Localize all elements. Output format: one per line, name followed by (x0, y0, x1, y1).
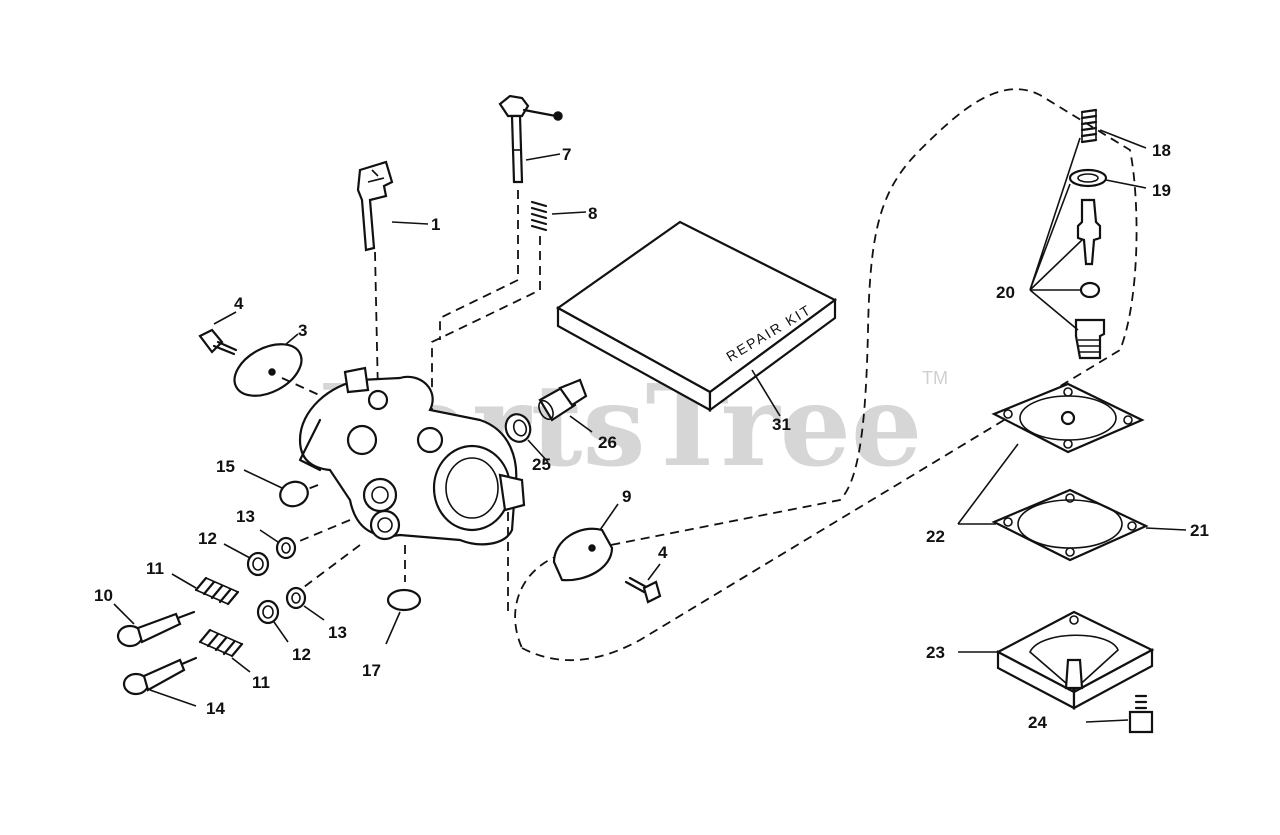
part-22-diaphragm[interactable] (991, 382, 1145, 454)
part-19-washer[interactable] (1068, 168, 1108, 188)
guide-dash-8 (431, 236, 541, 420)
part-11-spring-upper[interactable] (194, 576, 240, 606)
leader-15 (243, 469, 283, 489)
callout-21: 21 (1190, 521, 1209, 540)
callout-22: 22 (926, 527, 945, 546)
part-4-screw-right[interactable] (624, 576, 662, 604)
leader-8 (551, 211, 587, 215)
leader-7 (525, 153, 561, 161)
callout-12-upper: 12 (198, 529, 217, 548)
callout-25: 25 (532, 455, 551, 474)
callout-12-lower: 12 (292, 645, 311, 664)
leader-12a (223, 543, 251, 559)
part-9-throttle-plate[interactable] (552, 527, 614, 582)
leader-11a (171, 573, 197, 589)
callout-31: 31 (772, 415, 791, 434)
callout-18: 18 (1152, 141, 1171, 160)
part-25-o-ring[interactable] (502, 411, 534, 446)
part-4-screw-left[interactable] (198, 328, 238, 356)
callout-20: 20 (996, 283, 1015, 302)
callout-14: 14 (206, 699, 225, 718)
leader-10 (113, 603, 135, 625)
watermark-trademark: TM (922, 368, 948, 388)
part-26-fitting[interactable] (536, 378, 588, 422)
leader-12b (273, 621, 289, 643)
leader-9 (599, 503, 619, 531)
part-7-throttle-shaft[interactable] (498, 94, 563, 184)
leader-13b (303, 605, 325, 621)
guide-dash-7 (439, 190, 519, 340)
leader-4b (647, 563, 661, 581)
callout-9: 9 (622, 487, 631, 506)
part-10-needle-upper[interactable] (116, 610, 196, 648)
guide-dash-13a (289, 519, 351, 546)
callout-3: 3 (298, 321, 307, 340)
callout-23: 23 (926, 643, 945, 662)
part-18-spring[interactable] (1080, 108, 1098, 144)
callout-4-right: 4 (658, 543, 668, 562)
part-8-spring[interactable] (530, 200, 548, 232)
leader-24 (1085, 719, 1129, 723)
leader-17 (385, 611, 401, 645)
part-20-needle-valve[interactable] (1074, 198, 1106, 360)
callout-19: 19 (1152, 181, 1171, 200)
part-24-screw[interactable] (1128, 694, 1154, 734)
callout-10: 10 (94, 586, 113, 605)
part-23-cover[interactable] (995, 610, 1155, 710)
callout-7: 7 (562, 145, 571, 164)
part-11-spring-lower[interactable] (198, 628, 244, 658)
leader-3 (284, 333, 299, 346)
carburetor-body[interactable] (298, 366, 526, 546)
leader-26 (569, 415, 593, 433)
callout-15: 15 (216, 457, 235, 476)
part-3-choke-plate[interactable] (226, 334, 310, 407)
callout-1: 1 (431, 215, 440, 234)
leader-25 (527, 439, 549, 463)
leader-14 (149, 689, 197, 707)
part-13-washer-lower[interactable] (285, 586, 307, 610)
leader-21 (1145, 527, 1187, 531)
callout-4-left: 4 (234, 294, 244, 313)
part-21-gasket[interactable] (991, 488, 1149, 562)
guide-dash-3 (281, 377, 331, 401)
part-13-washer-upper[interactable] (275, 536, 297, 560)
leader-19 (1105, 179, 1147, 189)
leader-20 (1029, 137, 1083, 331)
leader-1 (391, 221, 429, 225)
callout-13-upper: 13 (236, 507, 255, 526)
part-1-choke-shaft[interactable] (356, 160, 394, 252)
guide-dash-13b (299, 544, 361, 591)
repair-kit-boundary (514, 88, 1138, 662)
callout-24: 24 (1028, 713, 1047, 732)
leader-31 (751, 369, 781, 417)
callout-13-lower: 13 (328, 623, 347, 642)
callout-17: 17 (362, 661, 381, 680)
part-15-plug[interactable] (277, 478, 312, 510)
callout-8: 8 (588, 204, 597, 223)
leader-18 (1099, 129, 1147, 149)
callout-11-lower: 11 (252, 673, 270, 692)
part-14-needle-lower[interactable] (122, 656, 198, 696)
part-12-washer-upper[interactable] (246, 551, 270, 577)
leader-dash-1 (374, 251, 379, 396)
leader-13a (259, 529, 279, 543)
leader-22 (957, 443, 1019, 525)
leader-4a (213, 311, 237, 325)
part-17-plug[interactable] (386, 588, 422, 612)
part-12-washer-lower[interactable] (256, 599, 280, 625)
callout-11-upper: 11 (146, 559, 164, 578)
leader-11b (231, 657, 251, 673)
callout-26: 26 (598, 433, 617, 452)
